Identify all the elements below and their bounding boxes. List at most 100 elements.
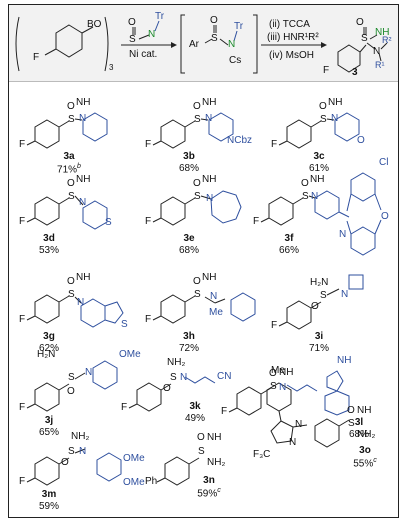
3c-morpholine-o-label: O <box>357 135 365 146</box>
structure-3i <box>278 274 364 330</box>
compound-label-3e: 3e <box>183 233 195 244</box>
3o-n2-label: N <box>289 437 297 448</box>
arrow-1 <box>121 42 177 48</box>
intermediate-brackets <box>180 14 258 74</box>
3i-o-label: O <box>311 301 319 312</box>
3l-indole-nh-label: NH <box>337 355 352 366</box>
yield-3i: 71% <box>308 343 329 354</box>
3j-n-label: N <box>85 367 93 378</box>
yield-3m: 59% <box>38 501 59 512</box>
3f-n-label: N <box>311 191 319 202</box>
compound-label-3o: 3o <box>359 445 371 456</box>
reagent-n-label: N <box>148 29 156 40</box>
compound-label-3c: 3c <box>313 151 325 162</box>
yield-3k: 49% <box>184 413 205 424</box>
3e-nh-label: NH <box>202 174 217 185</box>
3l-o-label: O <box>269 368 277 379</box>
3f-s-label: S <box>302 191 309 202</box>
3k-n-label: N <box>180 372 188 383</box>
3l-nh-label: NH <box>279 367 294 378</box>
reaction-header <box>9 5 398 82</box>
3o-n-label: N <box>295 419 303 430</box>
3m-o-label: O <box>61 457 69 468</box>
3c-o-label: O <box>319 101 327 112</box>
yield-3l: 68% <box>348 429 369 440</box>
yield-3b: 68% <box>178 163 199 174</box>
3b-ncbz-label: NCbz <box>227 135 253 146</box>
product-s-label: S <box>361 33 368 44</box>
product-r2-label: R² <box>382 35 392 45</box>
yield-3d: 53% <box>38 245 59 256</box>
3k-o-label: O <box>163 383 171 394</box>
compound-label-3a: 3a <box>63 151 75 162</box>
3i-n-label: N <box>341 289 349 300</box>
3c-f-label: F <box>271 139 278 150</box>
3h-n-label: N <box>210 291 218 302</box>
boronate-label: BO <box>87 19 102 30</box>
3b-s-label: S <box>194 114 201 125</box>
3f-imine-n-label: N <box>339 229 347 240</box>
compound-label-3i: 3i <box>314 331 324 342</box>
yield-3c: 61% <box>308 163 329 174</box>
3l-f-label: F <box>221 406 228 417</box>
compound-label-3n: 3n <box>203 475 215 486</box>
3e-o-label: O <box>193 178 201 189</box>
3d-so2-label: S <box>105 217 112 228</box>
product-o-label: O <box>356 17 364 28</box>
step-2-label: (ii) TCCA <box>269 19 310 30</box>
yield-3e: 68% <box>178 245 199 256</box>
3g-f-label: F <box>19 314 26 325</box>
3h-nh-label: NH <box>202 272 217 283</box>
structure-drawing <box>15 14 388 486</box>
3h-me-label: Me <box>209 307 223 318</box>
compound-label-3f: 3f <box>284 233 294 244</box>
3g-n-label: N <box>77 297 85 308</box>
3d-f-label: F <box>19 216 26 227</box>
structure-3b <box>152 112 234 149</box>
3g-s-label: S <box>68 289 75 300</box>
3j-h2n-label: H₂N <box>37 349 56 360</box>
compound-label-3l: 3l <box>354 417 364 428</box>
3f-o-label: O <box>301 178 309 189</box>
structure-3h <box>152 292 256 324</box>
compound-label-3j: 3j <box>44 415 54 426</box>
step-4-label: (iv) MsOH <box>269 50 314 61</box>
3o-nh-label: NH <box>357 405 372 416</box>
3f-cl-label: Cl <box>379 157 389 168</box>
structure-3g <box>26 294 124 328</box>
intermediate-o-label: O <box>210 15 218 26</box>
intermediate-n-label: N <box>228 39 236 50</box>
3o-nh2-label: NH₂ <box>357 429 376 440</box>
3o-s-label: S <box>348 418 355 429</box>
arrow-2 <box>261 42 327 48</box>
3o-me-label: Me <box>271 365 285 376</box>
3a-o-label: O <box>67 101 75 112</box>
intermediate-cs-label: Cs <box>229 55 242 66</box>
3d-nh-label: NH <box>76 174 91 185</box>
product-number-label: 3 <box>352 67 358 78</box>
structure-3j <box>26 360 118 412</box>
structure-3c <box>278 112 360 149</box>
3g-o-label: O <box>67 276 75 287</box>
reagent-sulfinylamine <box>132 20 160 40</box>
product-n-label: N <box>373 46 381 57</box>
compound-label-3d: 3d <box>43 233 55 244</box>
header-f-label: F <box>33 52 40 63</box>
intermediate-ar-label: Ar <box>189 39 199 50</box>
3a-n-label: N <box>79 113 87 124</box>
3n-s-label: S <box>198 446 205 457</box>
3j-ome-label: OMe <box>119 349 141 360</box>
3d-s-label: S <box>68 191 75 202</box>
3h-o-label: O <box>193 276 201 287</box>
3m-nh2-label: NH₂ <box>71 431 90 442</box>
product-f-label: F <box>323 65 330 76</box>
3m-ome-2-label: OMe <box>123 477 145 488</box>
3f-ring-o-label: O <box>381 211 389 222</box>
3f-nh-label: NH <box>310 174 325 185</box>
structure-3m <box>26 448 122 486</box>
3e-s-label: S <box>194 191 201 202</box>
yield-3g: 62% <box>38 343 59 354</box>
yield-3n: 59%c <box>197 487 221 500</box>
intermediate-tr-label: Tr <box>234 21 244 32</box>
3k-nh2-label: NH₂ <box>167 357 186 368</box>
